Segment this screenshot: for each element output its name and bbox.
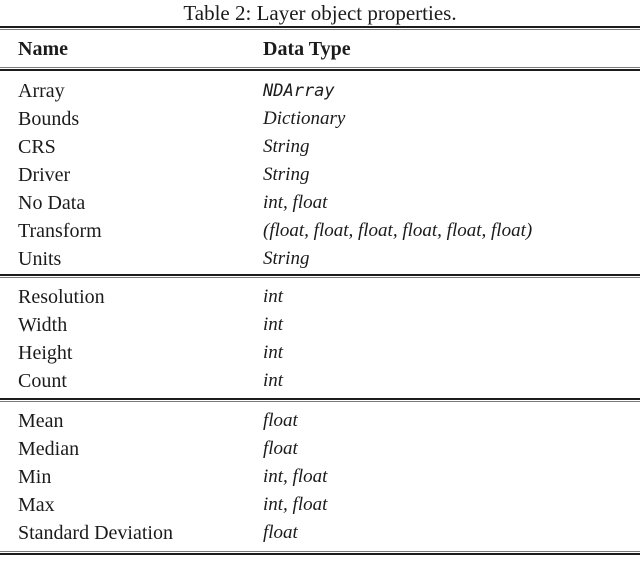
table-header-row: Name Data Type — [0, 32, 640, 66]
table-row: Array NDArray — [18, 77, 640, 105]
rule-line — [0, 401, 640, 402]
table-row: Resolution int — [18, 283, 640, 311]
table-row: Bounds Dictionary — [18, 105, 640, 133]
cell-data-type: String — [263, 164, 310, 185]
table-row: Median float — [18, 435, 640, 463]
cell-name: Transform — [18, 220, 102, 242]
table-section-dimensions: Resolution int Width int Height int Coun… — [0, 280, 640, 398]
cell-data-type: int — [263, 314, 284, 335]
bottom-rule — [0, 550, 640, 556]
table-row: No Data int, float — [18, 189, 640, 217]
table-row: Standard Deviation float — [18, 519, 640, 547]
cell-data-type: int, float — [263, 494, 328, 515]
table-row: Min int, float — [18, 463, 640, 491]
table-row: Transform (float, float, float, float, f… — [18, 217, 640, 245]
rule-line — [0, 551, 640, 552]
cell-name: Height — [18, 342, 73, 364]
table-row: CRS String — [18, 133, 640, 161]
section-rule — [0, 274, 640, 280]
rule-line — [0, 277, 640, 278]
cell-name: Standard Deviation — [18, 522, 173, 544]
section-rule — [0, 398, 640, 404]
cell-data-type: int — [263, 342, 284, 363]
cell-name: Units — [18, 248, 62, 270]
cell-name: Driver — [18, 164, 71, 186]
cell-name: Array — [18, 80, 65, 102]
rule-line — [0, 26, 640, 28]
cell-name: Mean — [18, 410, 64, 432]
table-row: Count int — [18, 367, 640, 395]
header-rule — [0, 66, 640, 72]
table-row: Units String — [18, 245, 640, 273]
table-row: Height int — [18, 339, 640, 367]
top-rule — [0, 26, 640, 32]
cell-name: Count — [18, 370, 67, 392]
table-row: Max int, float — [18, 491, 640, 519]
cell-data-type: int, float — [263, 192, 328, 213]
rule-line — [0, 67, 640, 68]
table-row: Driver String — [18, 161, 640, 189]
cell-name: Width — [18, 314, 68, 336]
table-row: Mean float — [18, 407, 640, 435]
rule-line — [0, 553, 640, 555]
cell-data-type: float — [263, 438, 298, 459]
cell-name: Min — [18, 466, 52, 488]
cell-name: CRS — [18, 136, 56, 158]
cell-name: Resolution — [18, 286, 105, 308]
rule-line — [0, 274, 640, 276]
rule-line — [0, 69, 640, 71]
cell-name: No Data — [18, 192, 86, 214]
cell-data-type: float — [263, 410, 298, 431]
column-header-data-type: Data Type — [263, 38, 351, 60]
column-header-name: Name — [18, 38, 68, 60]
cell-data-type: int — [263, 286, 284, 307]
cell-data-type: NDArray — [263, 81, 335, 101]
table-caption: Table 2: Layer object properties. — [183, 1, 457, 25]
cell-data-type: Dictionary — [263, 108, 346, 129]
cell-data-type: int, float — [263, 466, 328, 487]
cell-data-type: int — [263, 370, 284, 391]
table-row: Width int — [18, 311, 640, 339]
cell-name: Median — [18, 438, 80, 460]
cell-name: Max — [18, 494, 55, 516]
rule-line — [0, 398, 640, 400]
cell-data-type: float — [263, 522, 298, 543]
cell-data-type: String — [263, 248, 310, 269]
rule-line — [0, 29, 640, 30]
cell-data-type: (float, float, float, float, float, floa… — [263, 220, 533, 241]
table-section-statistics: Mean float Median float Min int, float M… — [0, 404, 640, 550]
table-section-properties: Array NDArray Bounds Dictionary CRS Stri… — [0, 72, 640, 274]
cell-data-type: String — [263, 136, 310, 157]
cell-name: Bounds — [18, 108, 80, 130]
